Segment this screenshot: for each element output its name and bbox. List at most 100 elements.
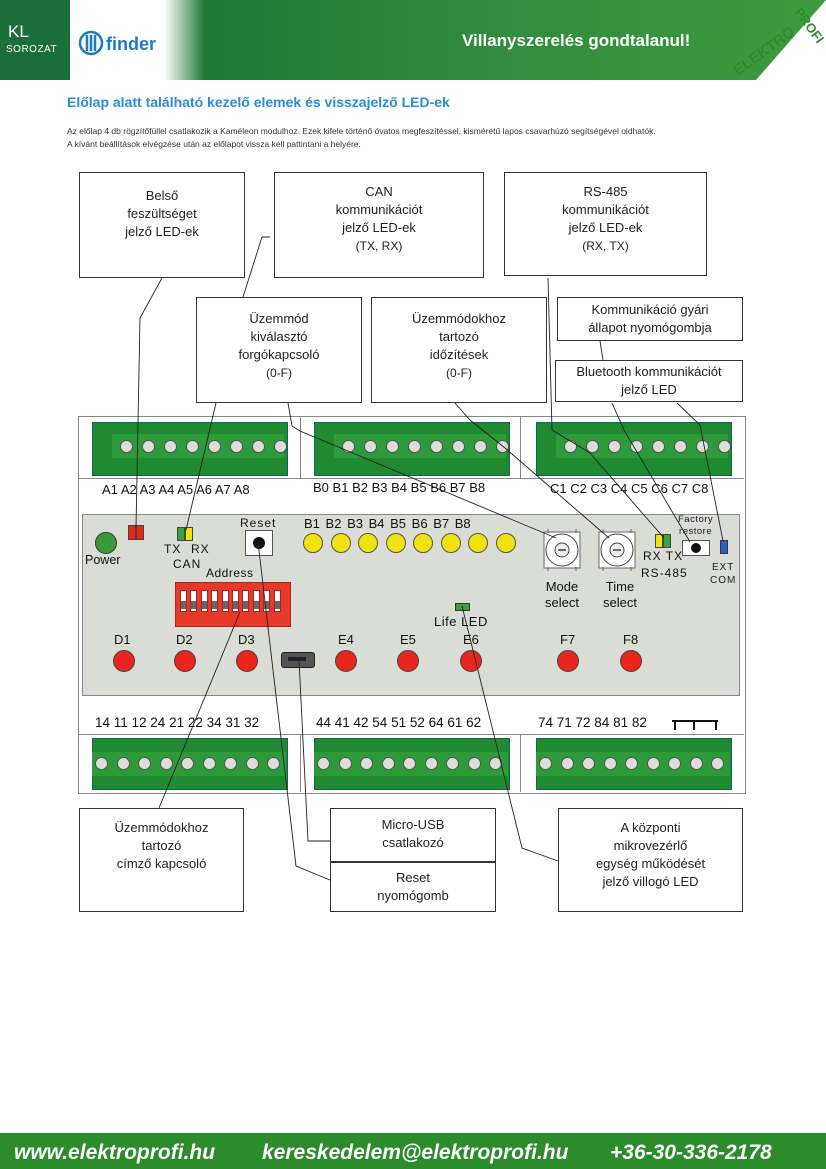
- time-select-label: Time select: [603, 579, 637, 611]
- bottom-terminal-labels-c: 74 71 72 84 81 82: [538, 715, 647, 730]
- divider: [78, 734, 744, 735]
- callout-line: címző kapcsoló: [116, 856, 207, 871]
- intro-line-1: Az előlap 4 db rögzítőfüllel csatlakozik…: [67, 126, 656, 136]
- label-line: COM: [710, 575, 737, 586]
- callout-line: Micro-USB: [381, 817, 445, 832]
- terminal-screw: [630, 440, 643, 453]
- terminal-label: B0: [313, 480, 329, 495]
- callout-line: forgókapcsoló: [238, 347, 320, 362]
- terminal-screw: [689, 757, 703, 770]
- terminal-screw: [317, 757, 330, 770]
- reset-button-cap[interactable]: [253, 537, 265, 549]
- terminal-screw: [446, 757, 459, 770]
- bluetooth-led: [720, 540, 728, 554]
- time-select-rotary-switch[interactable]: [593, 526, 641, 574]
- footer-website-link[interactable]: www.elektroprofi.hu: [14, 1141, 216, 1164]
- terminal-screw: [202, 757, 216, 770]
- slogan: Villanyszerelés gondtalanul!: [462, 31, 691, 50]
- dip-switch-knob[interactable]: [212, 601, 218, 609]
- dip-switch-knob[interactable]: [253, 601, 259, 609]
- terminal-screw: [496, 440, 509, 453]
- reset-button[interactable]: [245, 530, 273, 556]
- dip-switch[interactable]: [252, 590, 260, 612]
- reset-label: Reset: [240, 516, 277, 530]
- life-led: [455, 603, 470, 611]
- output-led: [460, 650, 482, 672]
- terminal-label: B7: [449, 480, 466, 495]
- dip-switch[interactable]: [232, 590, 239, 612]
- terminal-label: C5: [631, 481, 648, 496]
- factory-restore-button-cap[interactable]: [691, 543, 701, 553]
- terminal-screw: [608, 440, 621, 453]
- led-label: B2: [325, 516, 342, 531]
- dip-switch[interactable]: [211, 590, 219, 612]
- callout-line: Üzemmódokhoz: [114, 820, 209, 835]
- dip-switch-knob[interactable]: [181, 601, 186, 609]
- callout-line: (0-F): [266, 366, 292, 380]
- footer-email-link[interactable]: kereskedelem@elektroprofi.hu: [262, 1141, 569, 1164]
- led-label-f8: F8: [623, 632, 639, 647]
- terminal-screw: [625, 757, 638, 770]
- terminal-label: A8: [233, 482, 250, 497]
- terminal-screw: [164, 440, 177, 453]
- dip-switch[interactable]: [180, 590, 187, 612]
- callout-line: (0-F): [446, 366, 472, 380]
- footer-phone[interactable]: +36-30-336-2178: [610, 1141, 772, 1164]
- leader-line: [242, 236, 270, 298]
- dip-switch[interactable]: [221, 590, 229, 612]
- callout-line: (TX, RX): [355, 239, 403, 253]
- dip-switch-knob[interactable]: [274, 601, 280, 609]
- led-label-e5: E5: [400, 632, 416, 647]
- dip-switch-knob[interactable]: [264, 601, 270, 609]
- terminal-screw: [274, 440, 287, 453]
- can-rx-led: [185, 527, 193, 541]
- callout-line: jelző LED-ek: [568, 220, 643, 235]
- terminal-screw: [718, 440, 731, 453]
- terminal-label: A3: [139, 482, 156, 497]
- intro-text: Az előlap 4 db rögzítőfüllel csatlakozik…: [67, 125, 787, 151]
- dip-switch-knob[interactable]: [201, 601, 207, 609]
- dip-switch-knob[interactable]: [222, 601, 228, 609]
- led-label: B4: [368, 516, 385, 531]
- terminal-screw: [674, 440, 687, 453]
- terminal-screw: [560, 757, 574, 770]
- power-led: [95, 532, 117, 554]
- callout-line: tartozó: [141, 838, 182, 853]
- output-led: [557, 650, 579, 672]
- terminal-screw: [586, 440, 599, 453]
- callout-mode-rotary: Üzemmód kiválasztó forgókapcsoló (0-F): [196, 297, 362, 403]
- terminal-screw: [342, 440, 355, 453]
- mode-select-rotary-switch[interactable]: [538, 526, 586, 574]
- callout-line: nyomógomb: [377, 888, 449, 903]
- dip-switch-knob[interactable]: [243, 601, 249, 609]
- terminal-screw: [430, 440, 443, 453]
- led-label: B6: [411, 516, 428, 531]
- terminal-labels-a: A1 A2 A3 A4 A5 A6 A7 A8: [102, 482, 250, 497]
- terminal-screw: [489, 757, 502, 770]
- divider: [520, 734, 521, 792]
- callout-line: Belső: [145, 188, 179, 203]
- bottom-terminal-labels-a: 14 11 12 24 21 22 34 31 32: [95, 715, 260, 730]
- terminal-screw: [338, 757, 352, 770]
- footer-bar: [0, 1133, 826, 1169]
- label-line: select: [545, 595, 579, 610]
- callout-line: egység működését: [595, 856, 706, 871]
- micro-usb-slot: [288, 657, 306, 661]
- factory-restore-button[interactable]: [682, 540, 710, 556]
- terminal-screw: [360, 757, 373, 770]
- dip-switch[interactable]: [273, 590, 281, 612]
- terminal-screw: [582, 757, 595, 770]
- callout-line: tartozó: [439, 329, 479, 344]
- dip-switch[interactable]: [242, 590, 250, 612]
- micro-usb-port[interactable]: [281, 652, 315, 668]
- terminal-label: A2: [120, 482, 137, 497]
- callout-line: állapot nyomógombja: [588, 320, 712, 335]
- dip-switch-knob[interactable]: [233, 601, 238, 609]
- terminal-screw: [603, 757, 617, 770]
- dip-switch[interactable]: [200, 590, 208, 612]
- dip-switch[interactable]: [263, 590, 271, 612]
- divider: [520, 416, 521, 478]
- dip-switch-knob[interactable]: [191, 601, 197, 609]
- finder-logo-icon: [78, 30, 104, 56]
- dip-switch[interactable]: [190, 590, 198, 612]
